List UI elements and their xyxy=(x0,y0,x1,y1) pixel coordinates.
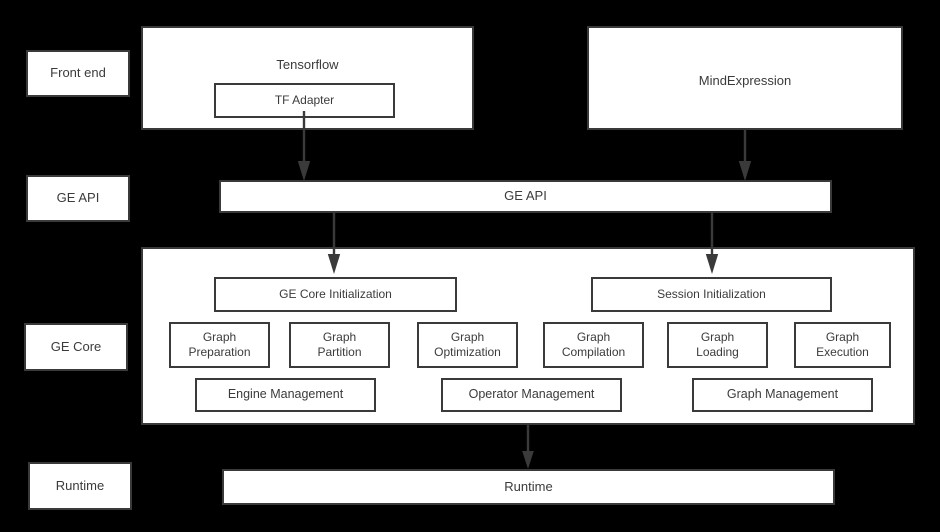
lane-label-ge-core: GE Core xyxy=(24,323,128,371)
module-graph-partition: Graph Partition xyxy=(289,322,390,368)
mindexpression-title: MindExpression xyxy=(698,73,792,88)
module-graph-preparation: Graph Preparation xyxy=(169,322,270,368)
runtime-bar: Runtime xyxy=(222,469,835,505)
arrow-tf-adapter-to-ge-api xyxy=(295,111,313,183)
arrow-ge-core-to-runtime xyxy=(519,425,537,471)
module-graph-execution: Graph Execution xyxy=(794,322,891,368)
tensorflow-title: Tensorflow xyxy=(276,57,339,72)
manager-engine-management: Engine Management xyxy=(195,378,376,412)
module-graph-loading: Graph Loading xyxy=(667,322,768,368)
session-initialization-box: Session Initialization xyxy=(591,277,832,312)
manager-operator-management: Operator Management xyxy=(441,378,622,412)
tensorflow-container: Tensorflow TF Adapter xyxy=(141,26,474,130)
module-graph-compilation: Graph Compilation xyxy=(543,322,644,368)
manager-graph-management: Graph Management xyxy=(692,378,873,412)
arrow-ge-api-to-session-initialization xyxy=(703,212,721,276)
arrow-ge-api-to-ge-core-initialization xyxy=(325,212,343,276)
lane-label-runtime: Runtime xyxy=(28,462,132,510)
arrow-mindexpression-to-ge-api xyxy=(736,129,754,183)
ge-core-initialization-box: GE Core Initialization xyxy=(214,277,457,312)
mindexpression-container: MindExpression xyxy=(587,26,903,130)
ge-core-panel: GE Core Initialization Session Initializ… xyxy=(141,247,915,425)
lane-label-ge-api: GE API xyxy=(26,175,130,222)
module-graph-optimization: Graph Optimization xyxy=(417,322,518,368)
ge-api-bar: GE API xyxy=(219,180,832,213)
lane-label-front-end: Front end xyxy=(26,50,130,97)
